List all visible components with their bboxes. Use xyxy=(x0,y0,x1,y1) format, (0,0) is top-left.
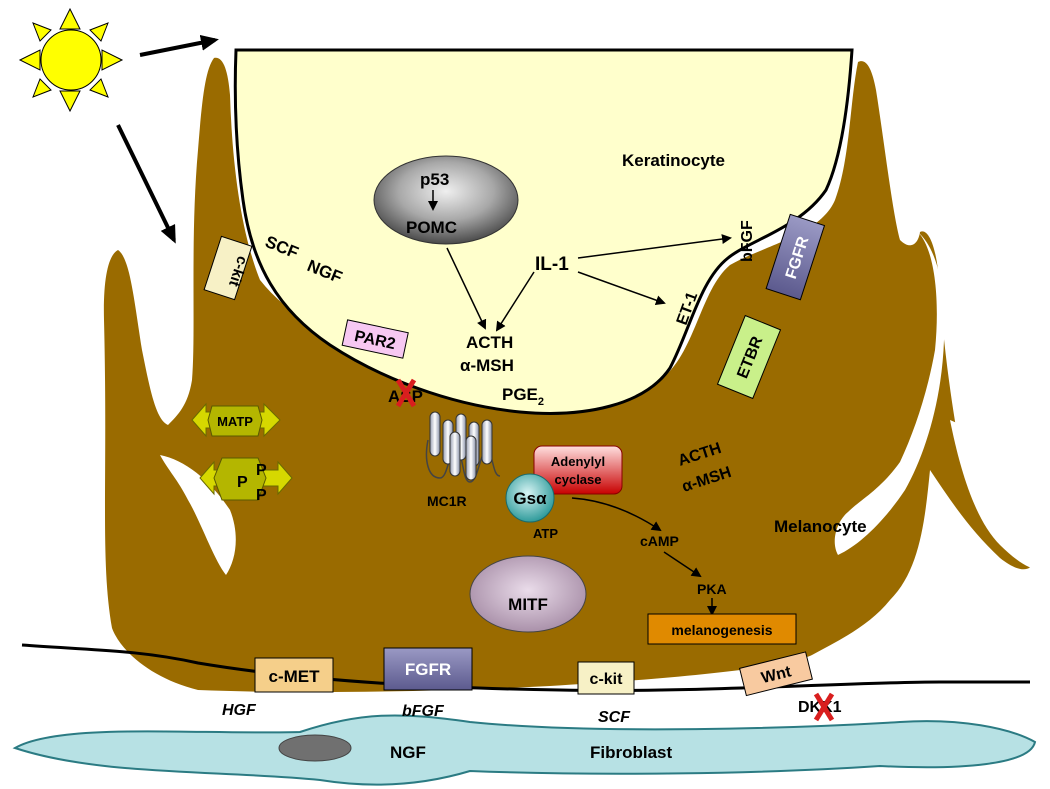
cmet-receptor xyxy=(254,657,334,693)
wnt-label: Wnt xyxy=(760,663,794,687)
dendrite-gap-left xyxy=(160,455,236,575)
pge-subscript: 2 xyxy=(538,396,544,408)
pomc-label: POMC xyxy=(406,218,457,237)
ckit-bottom-label: c-kit xyxy=(590,671,624,688)
keratinocyte-nucleus xyxy=(373,155,519,245)
adenylyl-cyclase-box xyxy=(533,445,623,495)
wnt-receptor: Wnt xyxy=(738,651,813,697)
p-top-label: P xyxy=(256,462,267,479)
uv-arrow-keratinocyte xyxy=(139,34,219,57)
mitf-nucleus xyxy=(469,555,587,633)
mc1r-receptor-icon xyxy=(425,411,501,483)
ckit-receptor-bottom xyxy=(577,661,635,695)
fibroblast-cell xyxy=(12,714,1037,786)
uv-arrow-melanocyte xyxy=(116,124,176,244)
fibroblast-title: Fibroblast xyxy=(590,743,673,762)
par2-receptor: PAR2 xyxy=(341,319,409,359)
camp-label: cAMP xyxy=(640,533,679,549)
melanogenesis-label: melanogenesis xyxy=(671,622,772,638)
keratinocyte-title: Keratinocyte xyxy=(622,151,725,170)
dkk1-blocked-x-icon xyxy=(813,692,835,722)
fgfr-bottom-label: FGFR xyxy=(405,660,451,679)
keratinocyte-cell xyxy=(233,48,854,415)
fgfr-receptor-bottom xyxy=(383,647,473,691)
cmet-label: c-MET xyxy=(269,667,321,686)
mc1r-label: MC1R xyxy=(427,493,467,509)
il1-to-et1-arrow xyxy=(577,271,666,305)
dendrite-gap-right-2 xyxy=(950,420,1040,570)
pge2-label: PGE2 xyxy=(502,385,544,408)
p53-label: p53 xyxy=(420,170,449,189)
ngf-bottom-label: NGF xyxy=(390,743,426,762)
atp-to-camp-arrow xyxy=(571,497,662,532)
melanocyte-title: Melanocyte xyxy=(774,517,867,536)
il1-label: IL-1 xyxy=(535,254,569,275)
dendrite-gap-right-1 xyxy=(834,232,945,555)
pka-label: PKA xyxy=(697,581,727,597)
p-left-label: P xyxy=(237,474,248,491)
bfgf-bottom-label: bFGF xyxy=(402,703,445,720)
il1-to-acth-arrow xyxy=(495,271,535,332)
melanogenesis-box xyxy=(647,613,797,645)
melanocyte-cell xyxy=(103,57,1036,693)
asp-blocked-x-icon xyxy=(395,378,417,408)
gsa-label: Gsα xyxy=(513,489,547,508)
dkk1-label: DKK1 xyxy=(798,699,842,716)
fibroblast-nucleus xyxy=(278,734,352,762)
amsh-label: α-MSH xyxy=(460,356,514,375)
p-transporter-icon: P P P xyxy=(199,457,293,504)
sun-icon xyxy=(18,7,124,113)
gsa-protein xyxy=(505,473,555,523)
acth-label: ACTH xyxy=(466,333,513,352)
mitf-label: MITF xyxy=(508,595,548,614)
matp-label: MATP xyxy=(217,414,253,429)
scf-bottom-label: SCF xyxy=(598,709,631,726)
etbr-receptor: ETBR xyxy=(716,314,782,400)
bfgf-label: bFGF xyxy=(739,220,756,262)
p-bottom-label: P xyxy=(256,487,267,504)
camp-to-pka-arrow xyxy=(663,551,702,578)
pomc-to-acth-arrow xyxy=(446,247,487,330)
adenylyl-label-2: cyclase xyxy=(555,472,602,487)
adenylyl-label-1: Adenylyl xyxy=(551,454,605,469)
atp-label: ATP xyxy=(533,526,558,541)
matp-transporter-icon: MATP xyxy=(191,402,281,438)
pge-text: PGE xyxy=(502,385,538,404)
hgf-label: HGF xyxy=(222,702,257,719)
il1-to-bfgf-arrow xyxy=(577,234,732,259)
fgfr-receptor-top: FGFR xyxy=(765,213,826,301)
